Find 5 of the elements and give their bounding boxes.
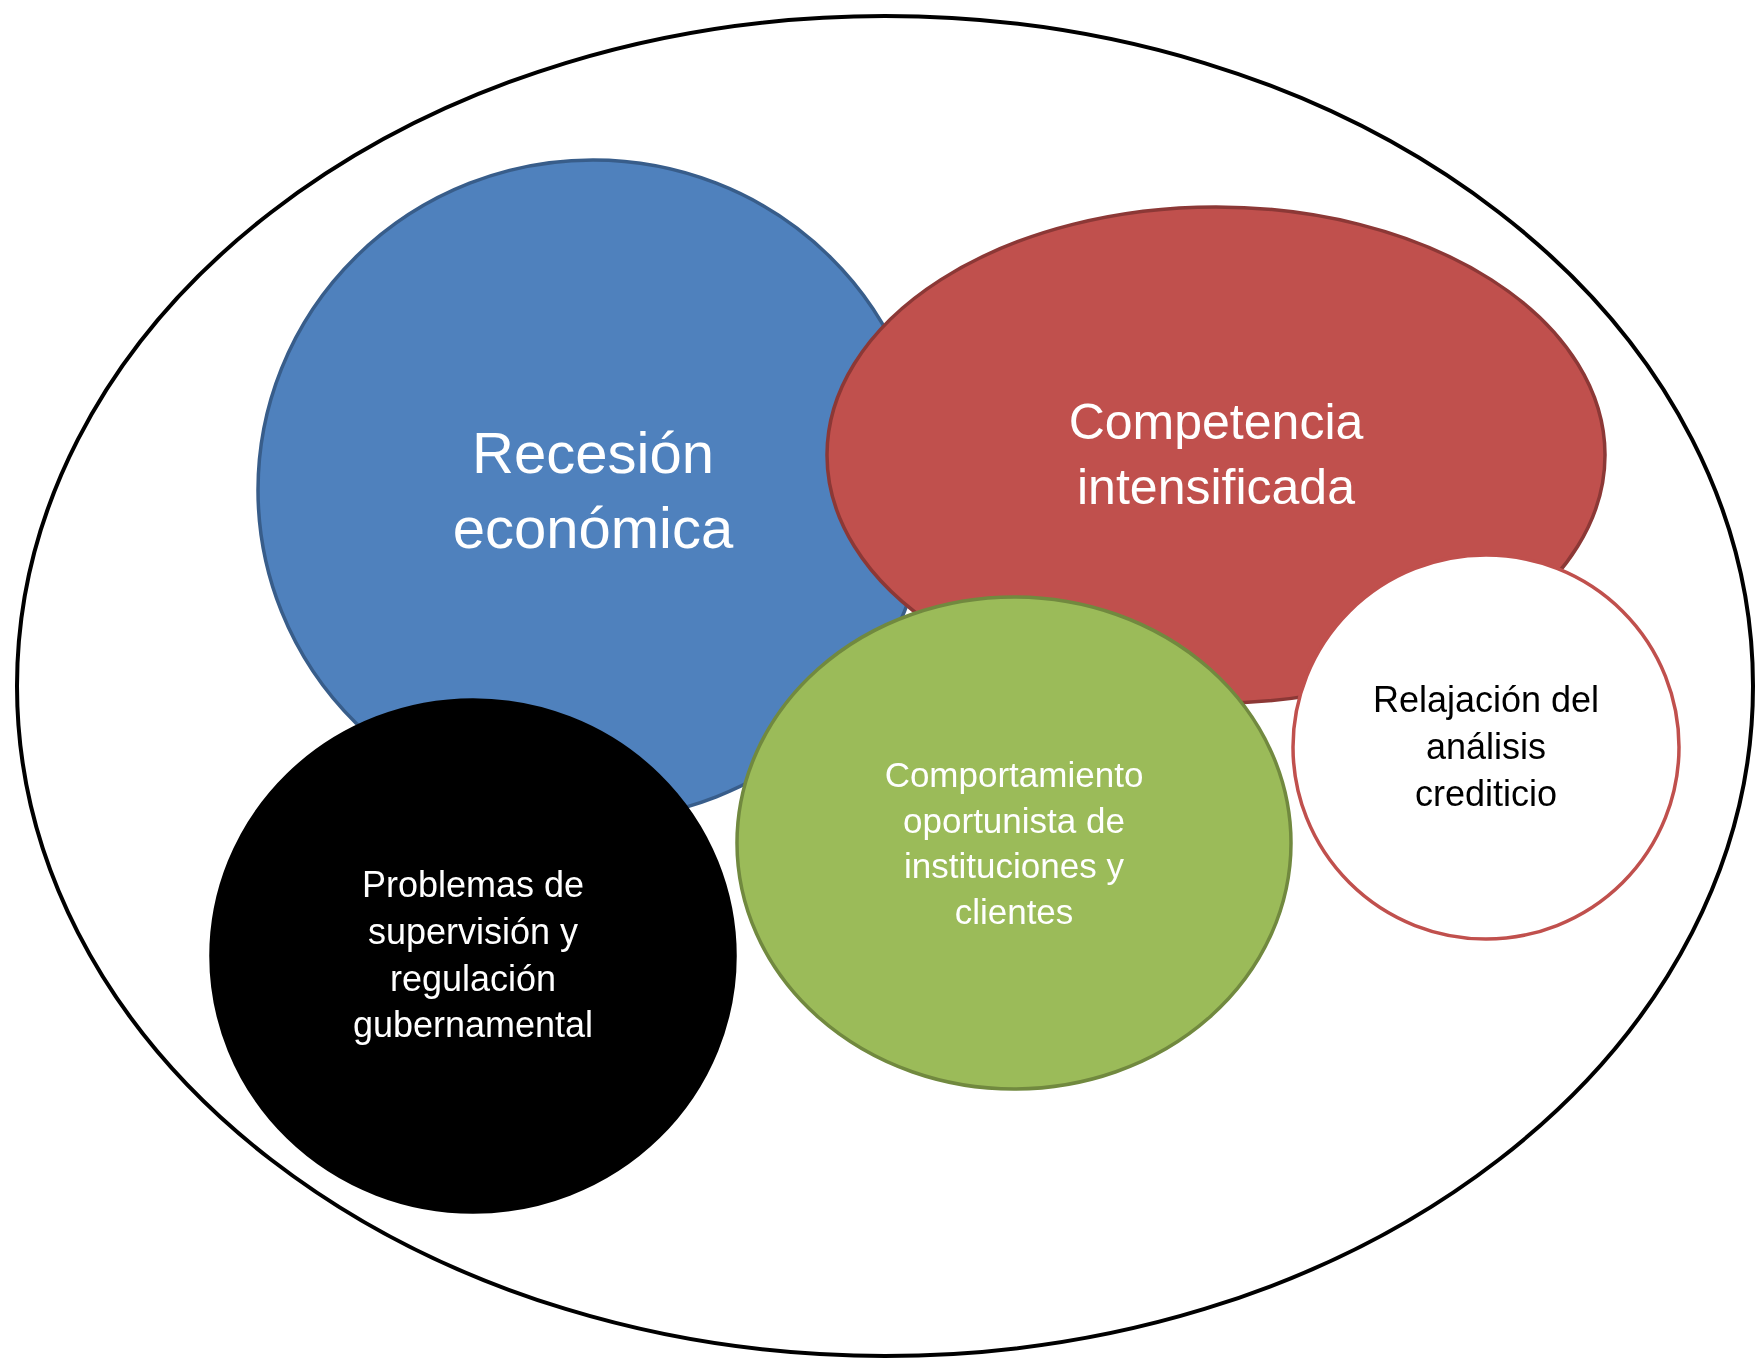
ellipse-label: Problemas de supervisión y regulación gubernamental bbox=[351, 863, 595, 1048]
ellipse-label: Relajación del análisis crediticio bbox=[1371, 677, 1601, 816]
ellipse-label: Comportamiento oportunista de instituciones y clientes bbox=[883, 754, 1145, 933]
ellipse-label: Competencia intensificada bbox=[1067, 393, 1365, 517]
ellipse-label: Recesión económica bbox=[451, 418, 735, 562]
